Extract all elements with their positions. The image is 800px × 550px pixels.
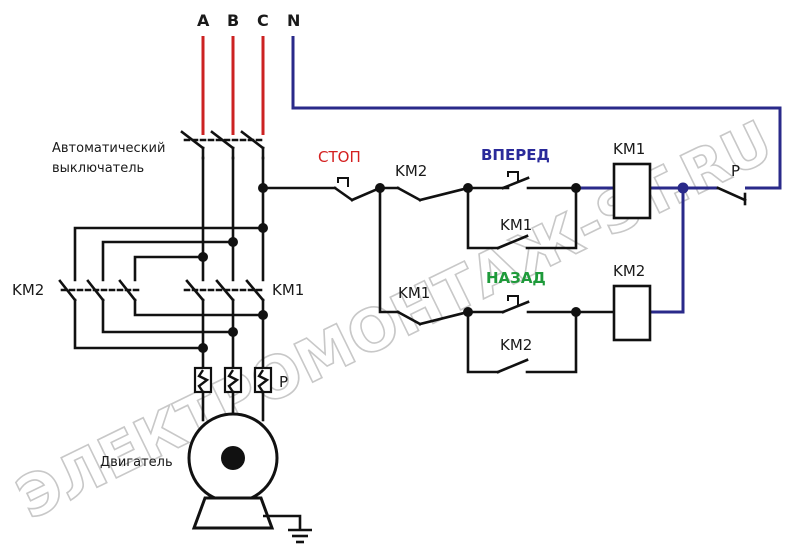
km2-hold-label: KM2 — [500, 336, 532, 354]
km1-interlock-label: KM1 — [398, 284, 430, 302]
motor-icon — [187, 412, 312, 544]
phase-wires — [201, 36, 265, 135]
km2-coil — [612, 284, 652, 342]
breaker-label-line1: Автоматический — [52, 141, 165, 156]
km1-coil-label: KM1 — [613, 140, 645, 158]
km2-interlock-label: KM2 — [395, 162, 427, 180]
thermal-relay — [193, 366, 273, 394]
neutral-wire — [291, 36, 782, 190]
stop-button-label: СТОП — [318, 148, 361, 166]
relay-contact-label: P — [731, 162, 740, 180]
relay-contact — [716, 186, 747, 206]
power-bus — [183, 156, 265, 372]
km2-coil-label: KM2 — [613, 262, 645, 280]
forward-button-label: ВПЕРЕД — [481, 146, 550, 164]
km1-coil — [612, 162, 652, 220]
phase-a-label: A — [197, 11, 210, 30]
circuit-breaker — [180, 130, 267, 160]
motor-label: Двигатель — [100, 455, 173, 470]
motor-leads — [201, 390, 265, 422]
phase-b-label: B — [227, 11, 239, 30]
km2-power-label: KM2 — [12, 281, 44, 299]
reversing-wiring — [58, 226, 265, 350]
km1-power-label: KM1 — [272, 281, 304, 299]
thermal-relay-label: P — [279, 373, 288, 391]
breaker-label-line2: выключатель — [52, 161, 144, 176]
backward-button-label: НАЗАД — [486, 269, 546, 287]
control-junctions — [375, 182, 689, 317]
phase-n-label: N — [287, 11, 300, 30]
km1-hold-label: KM1 — [500, 216, 532, 234]
phase-c-label: C — [257, 11, 269, 30]
